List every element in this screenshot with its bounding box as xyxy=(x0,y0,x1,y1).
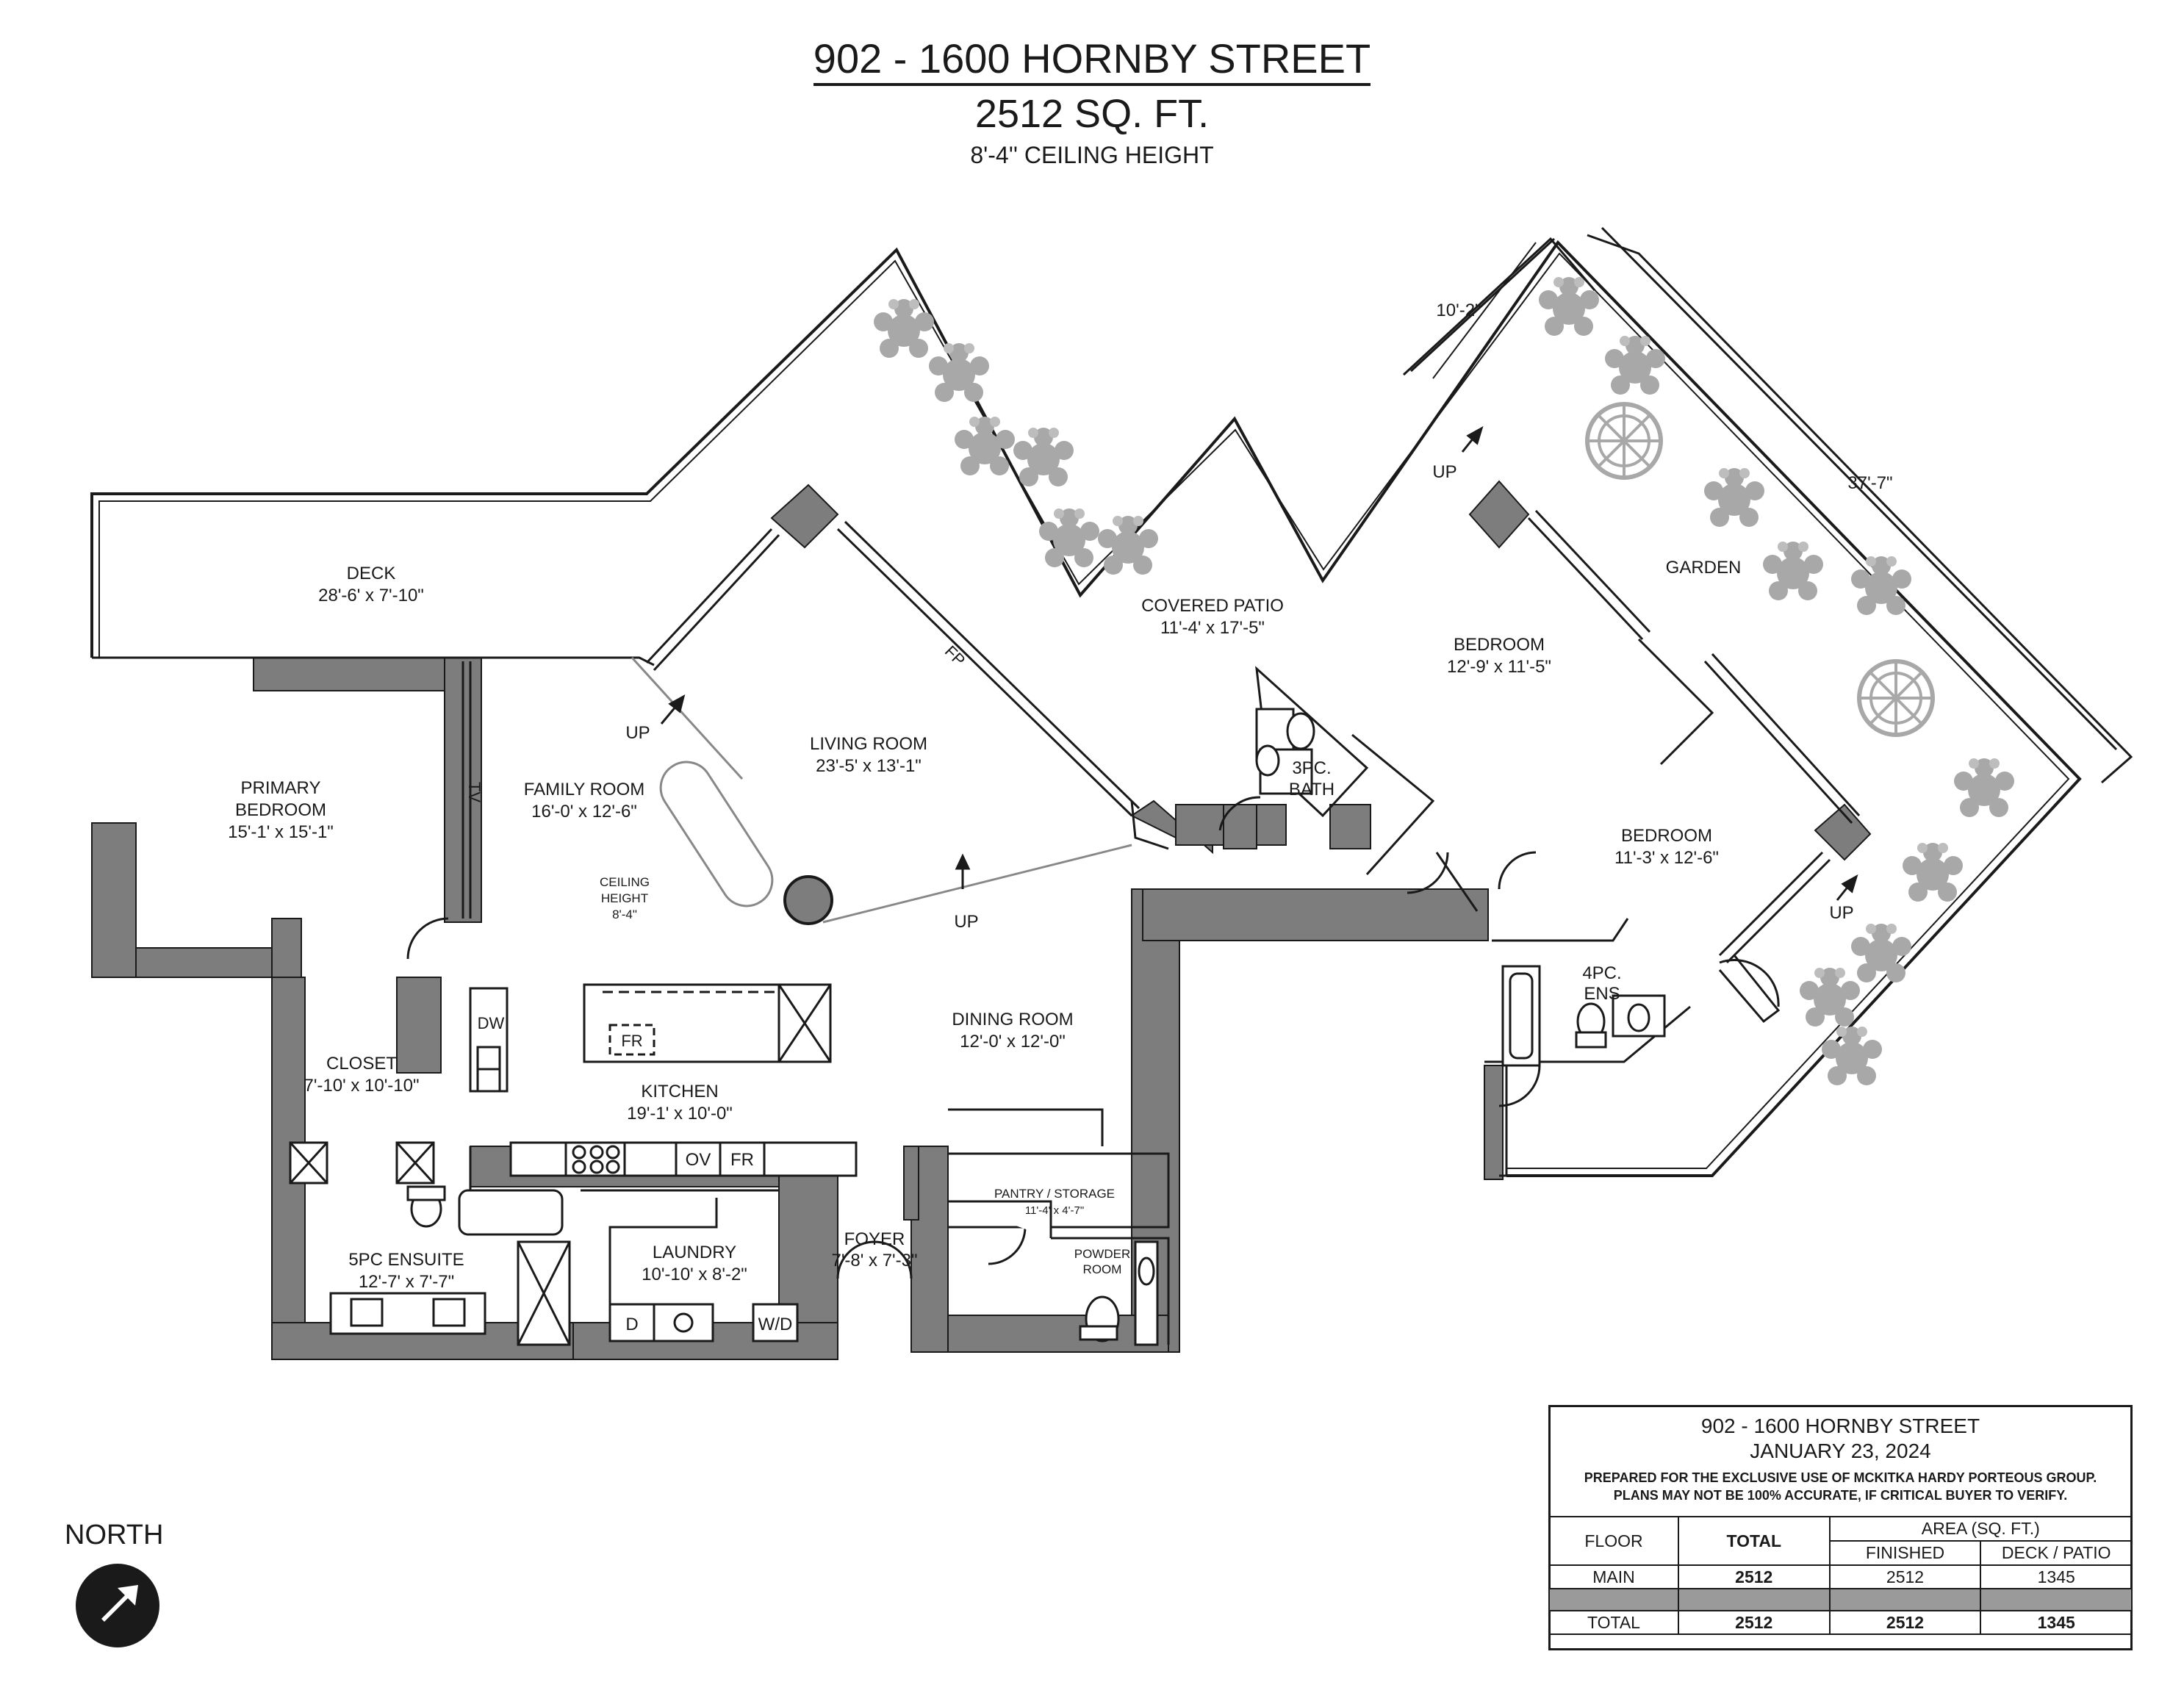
col-deck-patio: DECK / PATIO xyxy=(1980,1540,2133,1566)
label-dw: DW xyxy=(478,1014,505,1032)
label-fr-island: FR xyxy=(621,1032,642,1050)
label-kitchen: KITCHEN xyxy=(641,1082,718,1101)
row-main-floor: MAIN xyxy=(1548,1564,1679,1589)
label-d: D xyxy=(625,1315,638,1334)
table-row: MAIN 2512 2512 1345 xyxy=(1548,1564,2133,1589)
plan-address-title: 902 - 1600 HORNBY STREET xyxy=(0,35,2184,86)
outer-terrace-outline xyxy=(90,234,2133,1177)
fridge-island-box xyxy=(608,1024,655,1056)
label-3pc-bath-2: BATH xyxy=(1289,780,1335,799)
label-ceiling-2: HEIGHT xyxy=(601,891,648,905)
label-foyer: FOYER xyxy=(844,1229,905,1249)
info-address: 902 - 1600 HORNBY STREET xyxy=(1700,1415,1980,1437)
col-area: AREA (SQ. FT.) xyxy=(1828,1516,2133,1542)
table-row-spacer xyxy=(1548,1588,2133,1611)
dims-primary-bedroom: 15'-1' x 15'-1" xyxy=(228,822,334,842)
door-swings xyxy=(406,796,1781,1279)
row-main-total: 2512 xyxy=(1677,1564,1831,1589)
label-up-family: UP xyxy=(625,723,650,743)
north-arrow-icon xyxy=(76,1564,159,1647)
label-fr: FR xyxy=(730,1150,754,1170)
dims-living-room: 23'-5' x 13'-1" xyxy=(816,756,922,776)
label-dining-room: DINING ROOM xyxy=(952,1010,1073,1029)
col-floor: FLOOR xyxy=(1548,1516,1679,1566)
spacer-cell xyxy=(1548,1588,1679,1611)
dims-foyer: 7'-8' x 7'-3" xyxy=(832,1251,918,1270)
stair-arrows xyxy=(660,425,1858,901)
label-up-bedroom: UP xyxy=(1829,903,1853,923)
row-total-finished: 2512 xyxy=(1828,1610,1982,1635)
table-row-total: TOTAL 2512 2512 1345 xyxy=(1548,1610,2133,1635)
info-note-accuracy: PLANS MAY NOT BE 100% ACCURATE, IF CRITI… xyxy=(1613,1488,2068,1503)
garden-planting xyxy=(874,277,2014,1085)
label-laundry: LAUNDRY xyxy=(653,1243,736,1262)
label-wd: W/D xyxy=(758,1315,793,1334)
window-lines xyxy=(461,509,1861,964)
label-pantry: PANTRY / STORAGE xyxy=(994,1187,1115,1201)
info-note-exclusive: PREPARED FOR THE EXCLUSIVE USE OF MCKITK… xyxy=(1584,1470,2097,1485)
dimension-garden-length: 37'-7" xyxy=(1847,473,1892,493)
label-5pc-ensuite: 5PC ENSUITE xyxy=(348,1250,464,1270)
fixtures xyxy=(289,708,1666,1346)
compass-label: NORTH xyxy=(65,1520,164,1550)
col-finished: FINISHED xyxy=(1828,1540,1982,1566)
label-deck: DECK xyxy=(347,564,396,583)
plan-address-text: 902 - 1600 HORNBY STREET xyxy=(813,35,1371,86)
dims-deck: 28'-6' x 7'-10" xyxy=(318,586,424,605)
label-living-room: LIVING ROOM xyxy=(810,734,927,754)
dims-pantry: 11'-4' x 4'-7" xyxy=(1025,1204,1084,1217)
dims-covered-patio: 11'-4' x 17'-5" xyxy=(1160,618,1265,638)
label-ceiling-1: CEILING xyxy=(600,875,650,889)
label-4pc-ens-1: 4PC. xyxy=(1582,963,1621,983)
dims-kitchen: 19'-1' x 10'-0" xyxy=(627,1104,733,1124)
label-3pc-bath-1: 3PC. xyxy=(1292,758,1331,778)
dims-laundry: 10'-10' x 8'-2" xyxy=(642,1265,747,1284)
label-garden: GARDEN xyxy=(1666,558,1742,578)
living-room-ramp xyxy=(631,656,1132,924)
info-date: JANUARY 23, 2024 xyxy=(1750,1439,1931,1462)
spacer-cell xyxy=(1980,1588,2133,1611)
label-up-patio: UP xyxy=(1432,462,1456,482)
row-total-total: 2512 xyxy=(1677,1610,1831,1635)
label-primary-bedroom-1: PRIMARY xyxy=(241,778,321,798)
label-ceiling-3: 8'-4" xyxy=(612,907,637,921)
area-table: FLOOR TOTAL AREA (SQ. FT.) FINISHED DECK… xyxy=(1548,1516,2133,1635)
dimension-garden-width: 10'-2" xyxy=(1436,301,1481,320)
wall-lines xyxy=(92,638,1714,1345)
row-main-finished: 2512 xyxy=(1828,1564,1982,1589)
col-total: TOTAL xyxy=(1677,1516,1831,1566)
row-main-deck: 1345 xyxy=(1980,1564,2133,1589)
column-living-room xyxy=(783,875,833,925)
dims-5pc-ensuite: 12'-7' x 7'-7" xyxy=(359,1272,454,1292)
spacer-cell xyxy=(1677,1588,1831,1611)
label-4pc-ens-2: ENS xyxy=(1584,984,1620,1004)
row-total-floor: TOTAL xyxy=(1548,1610,1679,1635)
label-powder-1: POWDER xyxy=(1074,1247,1131,1261)
spacer-cell xyxy=(1828,1588,1982,1611)
dimension-lines xyxy=(1409,226,2118,751)
label-tv: TV xyxy=(465,782,484,802)
label-up-dining: UP xyxy=(954,912,978,932)
label-closet: CLOSET xyxy=(326,1054,397,1074)
dims-family-room: 16'-0' x 12'-6" xyxy=(531,802,637,822)
label-ov: OV xyxy=(686,1150,711,1170)
label-bedroom-3: BEDROOM xyxy=(1621,826,1712,846)
label-bedroom-2: BEDROOM xyxy=(1454,635,1545,655)
label-powder-2: ROOM xyxy=(1083,1262,1122,1276)
dims-dining-room: 12'-0' x 12'-0" xyxy=(960,1032,1066,1052)
bathtub-ensuite xyxy=(458,1189,564,1236)
dims-bedroom-2: 12'-9' x 11'-5" xyxy=(1447,657,1551,677)
plan-info-table: 902 - 1600 HORNBY STREET JANUARY 23, 202… xyxy=(1548,1405,2133,1650)
label-primary-bedroom-2: BEDROOM xyxy=(235,800,326,820)
row-total-deck: 1345 xyxy=(1980,1610,2133,1635)
dims-bedroom-3: 11'-3' x 12'-6" xyxy=(1614,848,1719,868)
label-family-room: FAMILY ROOM xyxy=(524,780,644,799)
plan-ceiling-height: 8'-4'' CEILING HEIGHT xyxy=(970,142,1214,168)
label-covered-patio: COVERED PATIO xyxy=(1141,596,1284,616)
plan-area-title: 2512 SQ. FT. xyxy=(974,92,1210,136)
label-fp: FP xyxy=(941,642,969,670)
dims-closet: 7'-10' x 10'-10" xyxy=(303,1076,419,1096)
